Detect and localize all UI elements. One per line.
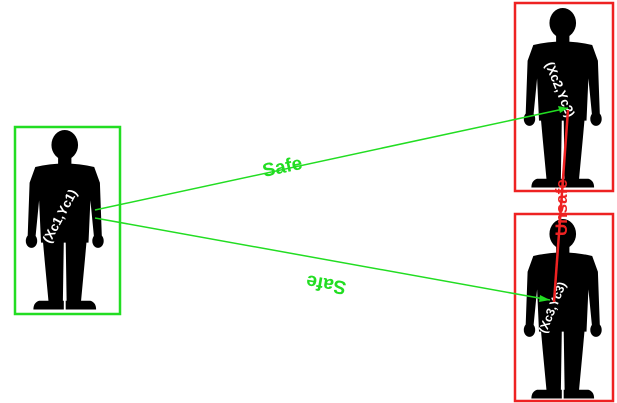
link-1-2-label: Safe (261, 153, 305, 182)
person-3: (Xc3,Yc3) (515, 214, 613, 401)
link-1-3-label: Safe (305, 270, 348, 298)
person-3-silhouette (524, 219, 602, 399)
link-1-2-line (95, 108, 568, 210)
link-2-3-label: Unsafe (552, 179, 571, 236)
link-1-3: Safe (95, 218, 550, 302)
person-1: (Xc1,Yc1) (15, 127, 120, 314)
link-1-2: Safe (95, 106, 568, 210)
